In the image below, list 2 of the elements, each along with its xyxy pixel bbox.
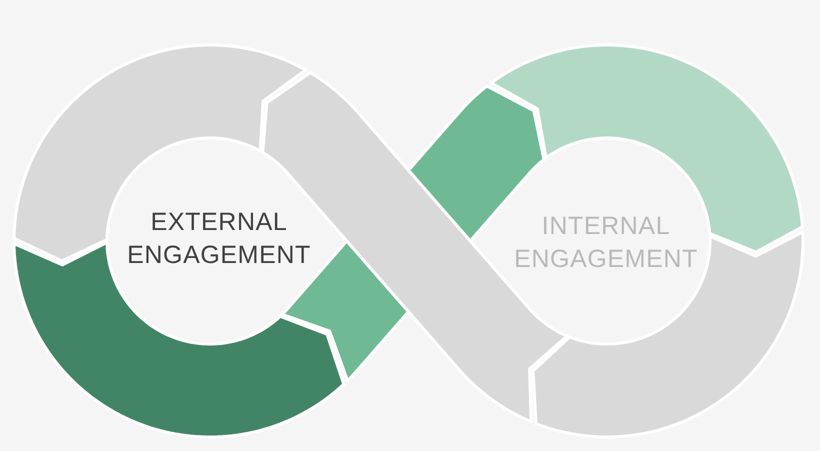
loop-label: INTERNAL ENGAGEMENT: [513, 211, 699, 275]
loop-label: EXTERNAL ENGAGEMENT: [126, 207, 312, 271]
